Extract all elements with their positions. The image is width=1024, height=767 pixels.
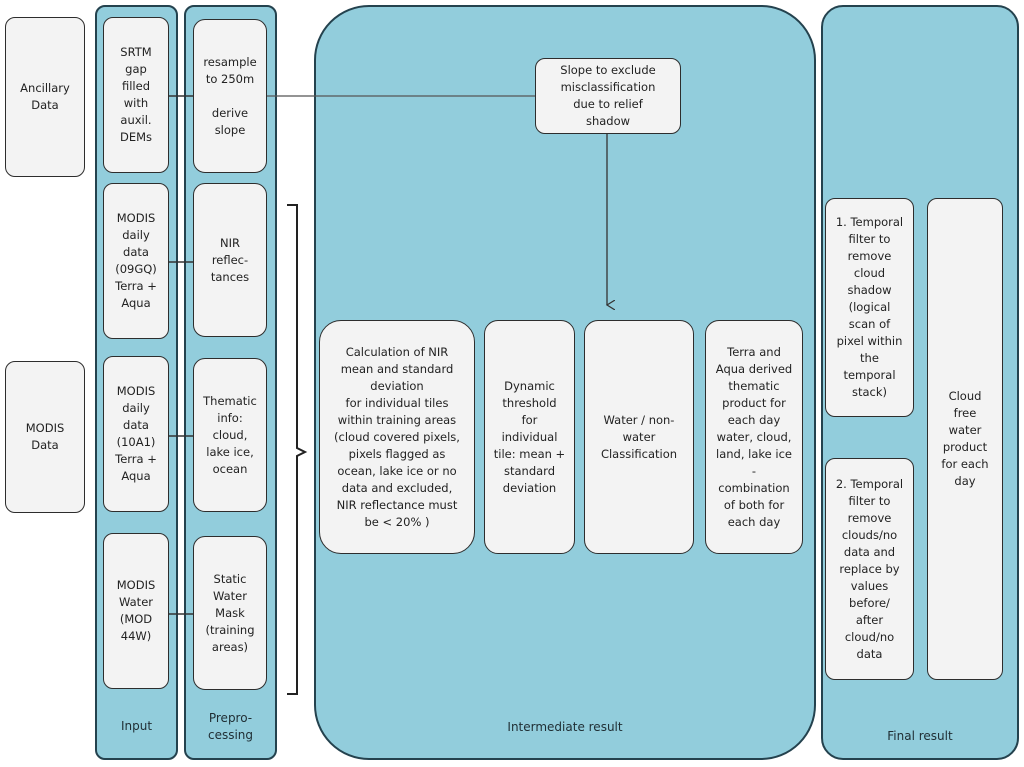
preprocessing-label: Prepro- cessing — [207, 711, 254, 742]
source-modis-data: MODIS Data — [5, 361, 85, 513]
preprocessing-watermask-box: Static Water Mask (training areas) — [193, 536, 267, 690]
cloud-free-product-box: Cloud free water product for each day — [927, 198, 1003, 680]
final-label: Final result — [887, 729, 953, 743]
preprocessing-bracket — [287, 204, 308, 695]
temporal-filter-2-box: 2. Temporal filter to remove clouds/no d… — [825, 458, 914, 680]
input-label: Input — [120, 719, 153, 733]
input-modis-10a1-box: MODIS daily data (10A1) Terra + Aqua — [103, 356, 169, 512]
source-ancillary-data: Ancillary Data — [5, 17, 85, 177]
input-modis-water-box: MODIS Water (MOD 44W) — [103, 533, 169, 689]
preprocessing-resample-box: resample to 250m derive slope — [193, 19, 267, 173]
thematic-product-box: Terra and Aqua derived thematic product … — [705, 320, 803, 554]
preprocessing-thematic-box: Thematic info: cloud, lake ice, ocean — [193, 358, 267, 512]
input-srtm-box: SRTM gap filled with auxil. DEMs — [103, 17, 169, 173]
dynamic-threshold-box: Dynamic threshold for individual tile: m… — [484, 320, 575, 554]
preprocessing-nir-box: NIR reflec- tances — [193, 183, 267, 337]
intermediate-label: Intermediate result — [507, 720, 623, 734]
slope-exclusion-box: Slope to exclude misclassification due t… — [535, 58, 681, 134]
temporal-filter-1-box: 1. Temporal filter to remove cloud shado… — [825, 198, 914, 417]
water-classification-box: Water / non- water Classification — [584, 320, 694, 554]
input-modis-09gq-box: MODIS daily data (09GQ) Terra + Aqua — [103, 183, 169, 339]
nir-calculation-box: Calculation of NIR mean and standard dev… — [319, 320, 475, 554]
